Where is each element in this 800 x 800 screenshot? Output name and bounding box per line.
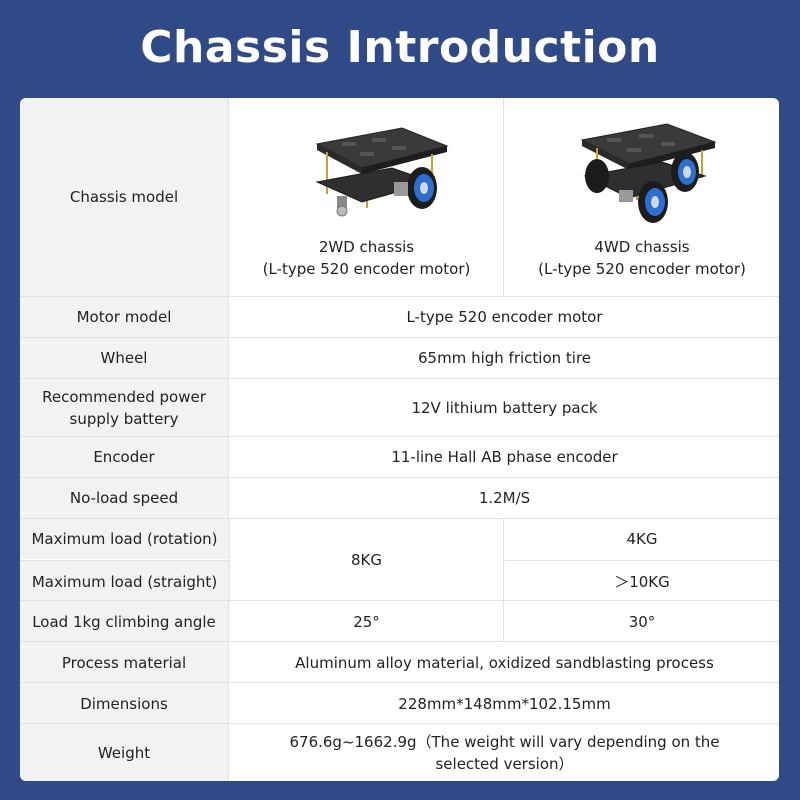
label-encoder: Encoder <box>20 437 229 477</box>
chassis-2wd-motor: (L-type 520 encoder motor) <box>262 260 471 278</box>
label-load-rotation: Maximum load (rotation) <box>20 519 230 559</box>
row-chassis-model: Chassis model <box>20 98 779 296</box>
value-dimensions: 228mm*148mm*102.15mm <box>398 694 611 713</box>
label-motor-model: Motor model <box>20 297 229 337</box>
value-climb-4wd: 30° <box>628 612 656 631</box>
value-weight: 676.6g~1662.9g（The weight will vary depe… <box>289 733 720 773</box>
chassis-4wd-name: 4WD chassis <box>594 238 690 256</box>
label-material: Process material <box>20 642 229 683</box>
value-load-rotation-4wd: 4KG <box>626 530 658 548</box>
value-speed: 1.2M/S <box>478 489 531 507</box>
value-wheel: 65mm high friction tire <box>417 349 592 367</box>
chassis-4wd-cell: 4WD chassis (L-type 520 encoder motor) <box>505 98 779 296</box>
label-climb: Load 1kg climbing angle <box>20 601 229 642</box>
chassis-2wd-name: 2WD chassis <box>318 238 415 256</box>
page-title: Chassis Introduction <box>140 22 660 73</box>
value-motor-model: L-type 520 encoder motor <box>406 308 603 326</box>
value-climb-2wd: 25° <box>230 601 504 642</box>
value-load-straight-4wd: ＞10KG <box>505 560 779 601</box>
value-power: 12V lithium battery pack <box>411 398 598 417</box>
label-power: Recommended power supply battery <box>20 379 229 436</box>
row-speed: No-load speed 1.2M/S <box>20 477 779 518</box>
4wd-chassis-image <box>580 123 717 223</box>
row-material: Process material Aluminum alloy material… <box>20 641 779 683</box>
chassis-2wd-cell: 2WD chassis (L-type 520 encoder motor) <box>230 98 504 296</box>
value-material: Aluminum alloy material, oxidized sandbl… <box>295 653 714 672</box>
row-climb: Load 1kg climbing angle 25° 30° <box>20 600 779 642</box>
label-wheel: Wheel <box>20 338 229 378</box>
row-dimensions: Dimensions 228mm*148mm*102.15mm <box>20 682 779 724</box>
row-weight: Weight 676.6g~1662.9g（The weight will va… <box>20 723 779 781</box>
chassis-4wd-motor: (L-type 520 encoder motor) <box>538 260 746 278</box>
row-max-load: Maximum load (rotation) Maximum load (st… <box>20 518 779 602</box>
value-load-2wd: 8KG <box>230 519 504 601</box>
row-power: Recommended power supply battery 12V lit… <box>20 378 779 436</box>
spec-table: Chassis model <box>20 98 779 781</box>
row-encoder: Encoder 11-line Hall AB phase encoder <box>20 436 779 477</box>
value-encoder: 11-line Hall AB phase encoder <box>391 448 618 466</box>
row-wheel: Wheel 65mm high friction tire <box>20 337 779 378</box>
row-motor-model: Motor model L-type 520 encoder motor <box>20 296 779 337</box>
label-load-straight: Maximum load (straight) <box>20 560 230 602</box>
label-speed: No-load speed <box>20 478 229 518</box>
2wd-chassis-image <box>314 127 449 217</box>
label-weight: Weight <box>20 724 229 781</box>
label-chassis-model: Chassis model <box>20 98 229 296</box>
label-dimensions: Dimensions <box>20 683 229 724</box>
